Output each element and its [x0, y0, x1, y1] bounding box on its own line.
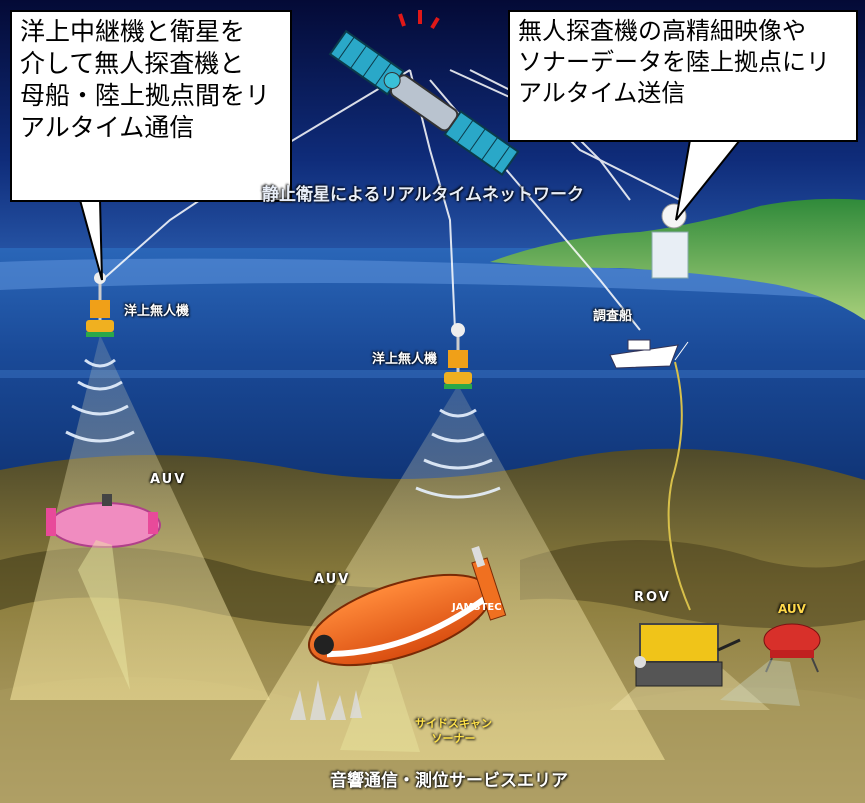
research-ship — [609, 339, 689, 369]
sonar-waves-center — [415, 408, 501, 499]
ground-station — [651, 203, 689, 279]
auv-left-label: AUV — [150, 472, 187, 487]
ship-label: 調査船 — [593, 309, 633, 324]
callout-left-line: 洋上中継機と衛星を — [20, 17, 246, 46]
satellite — [328, 29, 520, 176]
rov-label: ROV — [634, 590, 671, 605]
callout-right-line: ソナーデータを陸上拠点にリ — [518, 48, 830, 76]
callout-right: 無人探査機の高精細映像や ソナーデータを陸上拠点にリ アルタイム送信 — [508, 10, 858, 142]
rov-vehicle — [634, 623, 741, 687]
callout-right-line: 無人探査機の高精細映像や — [518, 17, 806, 45]
satellite-signal — [398, 10, 440, 30]
tether — [667, 361, 691, 611]
callout-left-line: 母船・陸上拠点間をリ — [20, 81, 271, 110]
auv-center-vehicle — [307, 545, 507, 667]
callout-left: 洋上中継機と衛星を 介して無人探査機と 母船・陸上拠点間をリ アルタイム通信 — [10, 10, 292, 202]
auv-center-label: AUV — [314, 572, 351, 587]
auv-hull-text: JAMSTEC — [451, 602, 502, 613]
buoy-left — [86, 272, 114, 337]
sonar-cone-center — [230, 385, 665, 760]
callout-left-line: アルタイム通信 — [20, 113, 195, 142]
auv-left-vehicle — [46, 494, 161, 548]
buoy-left-label: 洋上無人機 — [124, 304, 190, 319]
sea-surface — [0, 258, 865, 300]
hydrothermal-vents — [290, 680, 362, 720]
sonar-waves-left — [65, 358, 135, 443]
callout-left-line: 介して無人探査機と — [20, 49, 245, 78]
callout-right-line: アルタイム送信 — [518, 79, 686, 107]
service-area-label: 音響通信・測位サービスエリア — [330, 771, 568, 791]
buoy-center-label: 洋上無人機 — [372, 352, 438, 367]
auv-right-label: AUV — [778, 602, 806, 616]
sidescan-label: サイドスキャン ソーナー — [415, 717, 492, 745]
buoy-center — [444, 323, 472, 389]
network-label: 静止衛星によるリアルタイムネットワーク — [262, 185, 584, 205]
auv-right-vehicle — [763, 623, 821, 673]
